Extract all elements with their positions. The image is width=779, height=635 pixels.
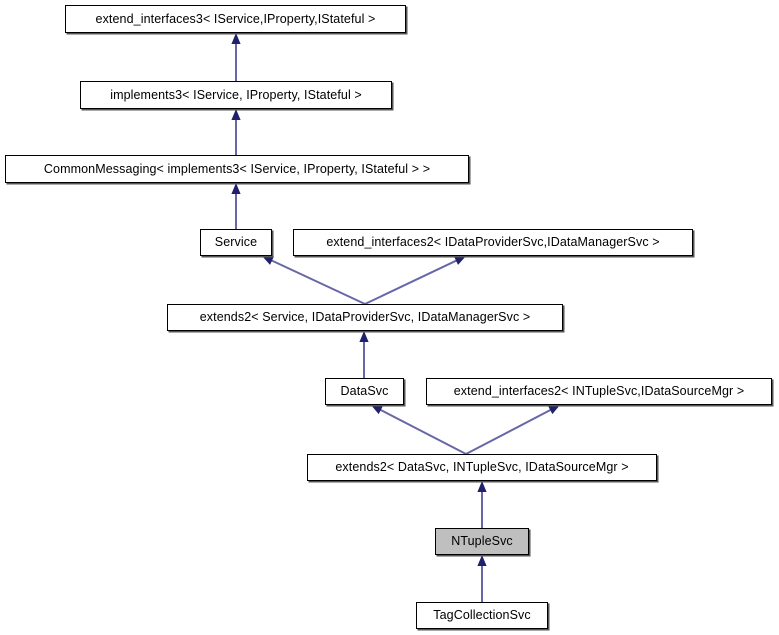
inheritance-arrowhead xyxy=(359,331,369,342)
class-node-label: extend_interfaces3< IService,IProperty,I… xyxy=(95,11,376,26)
class-node-datasvc[interactable]: DataSvc xyxy=(325,378,404,405)
inheritance-edge-line xyxy=(364,259,458,305)
inheritance-edge-line xyxy=(378,408,467,455)
class-node-common_messaging[interactable]: CommonMessaging< implements3< IService, … xyxy=(5,155,469,183)
class-node-extend_interfaces2_ntuple[interactable]: extend_interfaces2< INTupleSvc,IDataSour… xyxy=(426,378,772,405)
inheritance-arrowhead xyxy=(231,33,241,44)
class-node-ntuplesvc[interactable]: NTupleSvc xyxy=(435,528,529,555)
inheritance-arrowhead xyxy=(548,405,560,415)
inheritance-edge-line xyxy=(270,259,366,305)
inheritance-arrowhead xyxy=(371,405,383,415)
inheritance-arrowhead xyxy=(262,256,274,265)
inheritance-arrowhead xyxy=(477,481,487,492)
class-node-label: extend_interfaces2< INTupleSvc,IDataSour… xyxy=(453,384,745,399)
class-node-label: Service xyxy=(214,235,258,250)
inheritance-edge-line xyxy=(465,408,553,455)
inheritance-arrowhead xyxy=(231,183,241,194)
class-node-label: CommonMessaging< implements3< IService, … xyxy=(43,161,431,176)
inheritance-arrowhead xyxy=(477,555,487,566)
class-node-extend_interfaces2_dataprovider[interactable]: extend_interfaces2< IDataProviderSvc,IDa… xyxy=(293,229,693,256)
class-node-tagcollectionsvc[interactable]: TagCollectionSvc xyxy=(416,602,548,629)
class-node-service[interactable]: Service xyxy=(200,229,272,256)
class-node-extends2_datasvc[interactable]: extends2< DataSvc, INTupleSvc, IDataSour… xyxy=(307,454,657,481)
inheritance-arrowhead xyxy=(231,109,241,120)
class-node-implements3[interactable]: implements3< IService, IProperty, IState… xyxy=(80,81,392,109)
class-node-label: NTupleSvc xyxy=(451,534,513,549)
inheritance-arrowhead xyxy=(454,256,466,265)
class-node-label: TagCollectionSvc xyxy=(433,608,531,623)
class-node-extends2_service[interactable]: extends2< Service, IDataProviderSvc, IDa… xyxy=(167,304,563,331)
class-node-label: extends2< DataSvc, INTupleSvc, IDataSour… xyxy=(335,460,629,475)
class-node-label: DataSvc xyxy=(340,384,389,399)
class-node-label: extend_interfaces2< IDataProviderSvc,IDa… xyxy=(326,235,660,250)
class-node-extend_interfaces3[interactable]: extend_interfaces3< IService,IProperty,I… xyxy=(65,5,406,33)
class-node-label: implements3< IService, IProperty, IState… xyxy=(110,87,362,102)
class-node-label: extends2< Service, IDataProviderSvc, IDa… xyxy=(199,310,531,325)
